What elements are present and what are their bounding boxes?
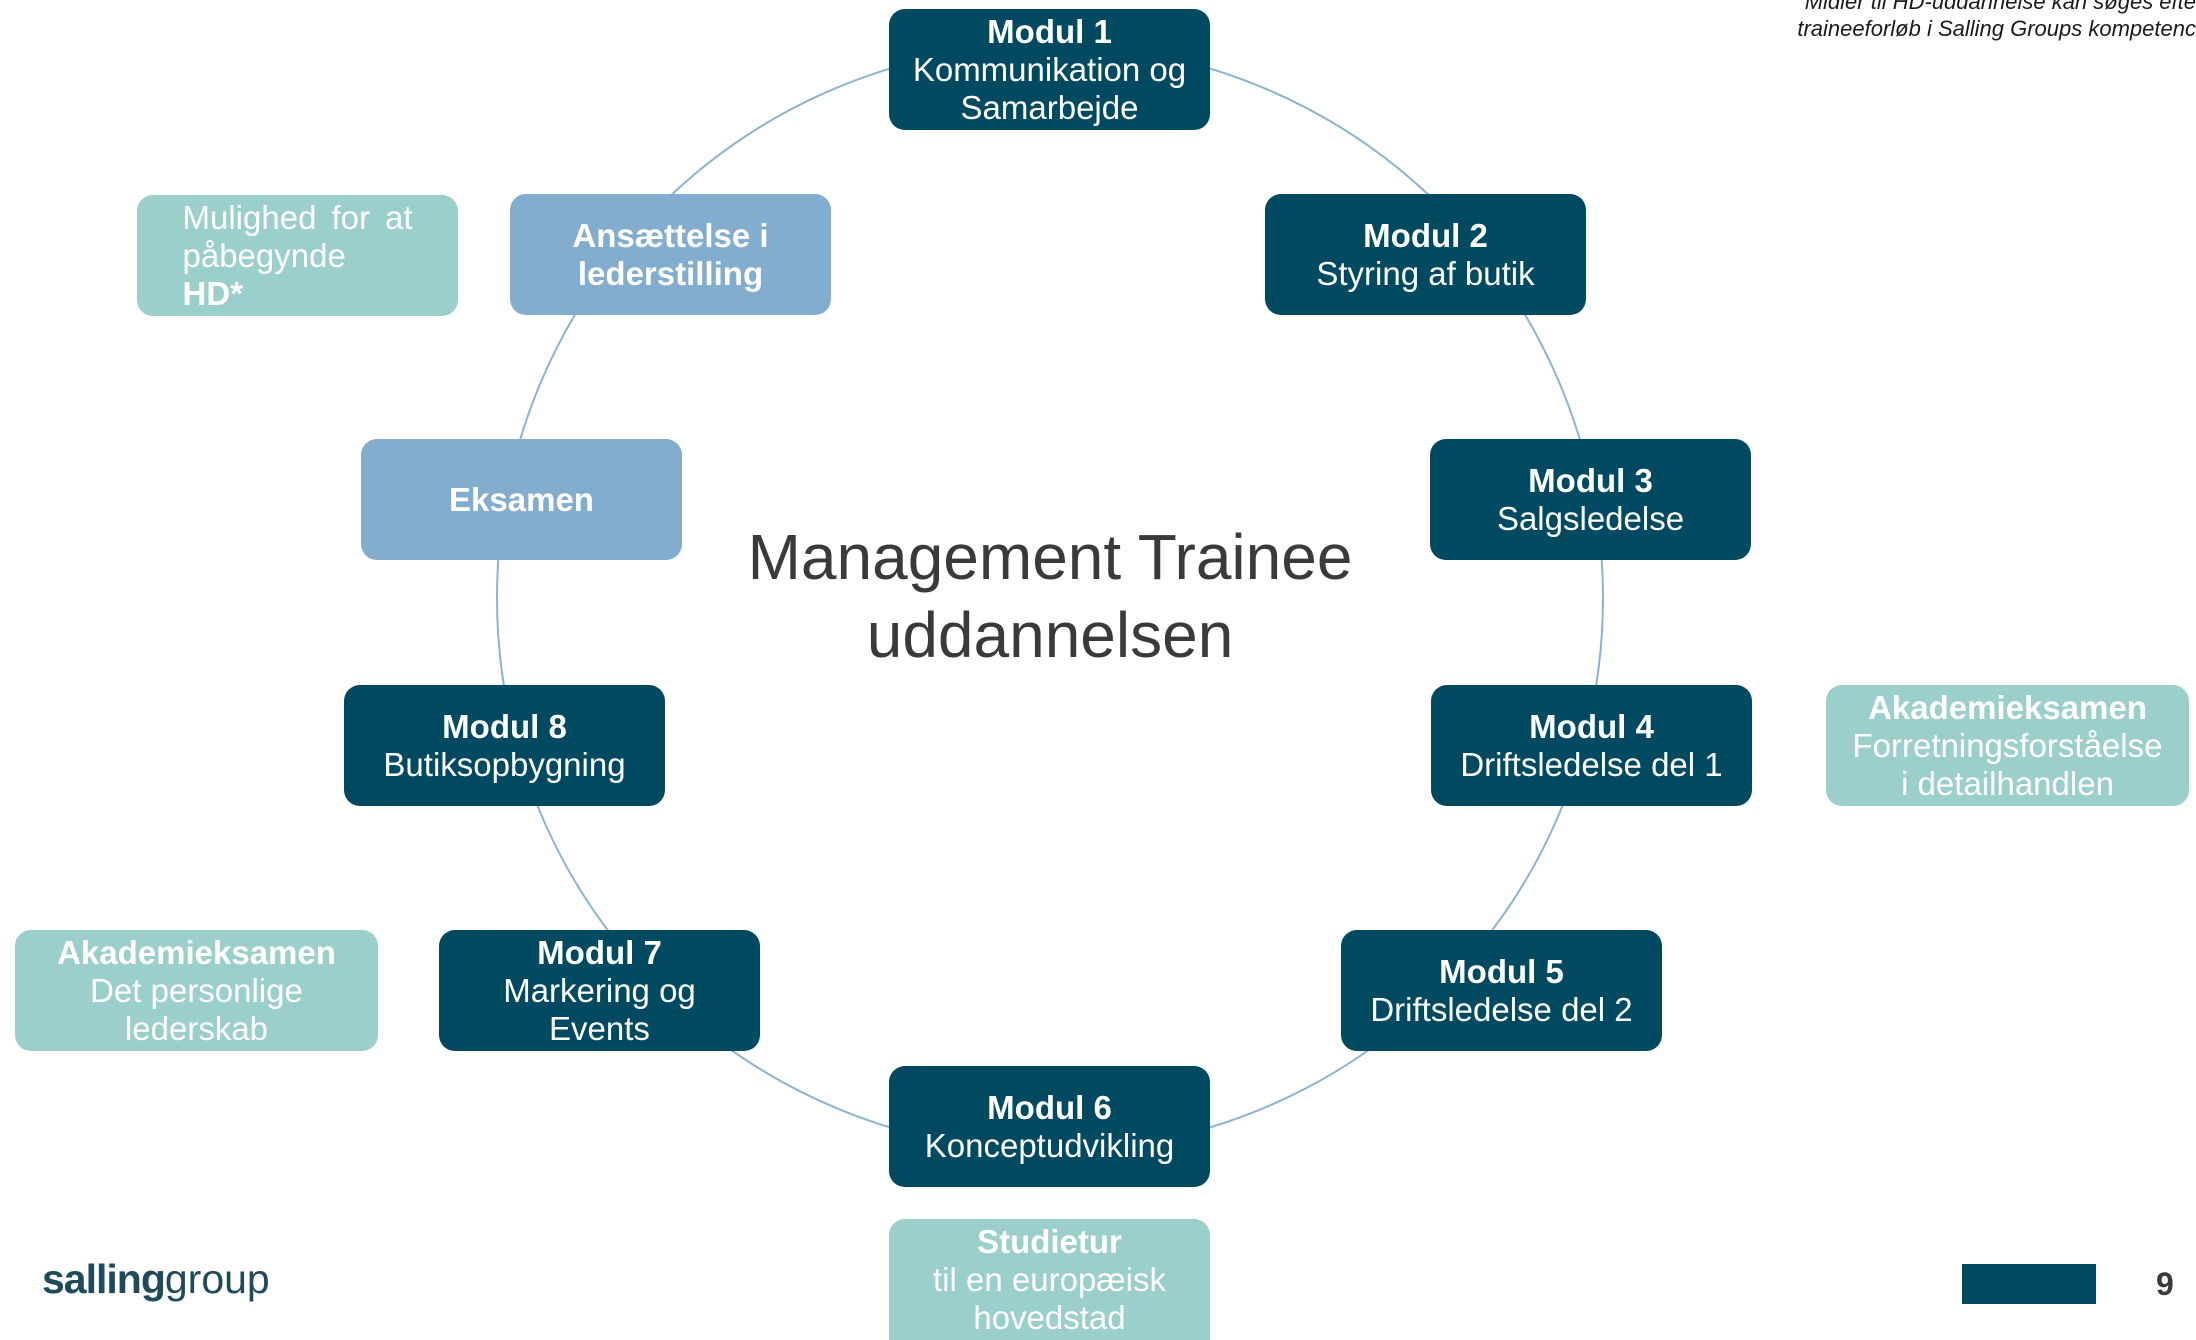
page-number: 9	[2156, 1266, 2174, 1302]
hd-line2-prefix: påbegynde	[182, 236, 346, 274]
akademi-left-line1: Det personlige	[90, 971, 303, 1009]
hd-line2: påbegynde HD*	[183, 237, 413, 313]
center-title-line2: uddannelsen	[866, 599, 1234, 671]
module-7-box: Modul 7 Markering og Events	[439, 930, 760, 1051]
top-note: Midler til HD-uddannelse kan søges efte …	[1797, 0, 2196, 42]
ansaettelse-box: Ansættelse i lederstilling	[510, 194, 831, 315]
salling-group-logo: sallinggroup	[42, 1256, 270, 1303]
eksamen-label: Eksamen	[449, 480, 594, 518]
module-3-line1: Salgsledelse	[1496, 499, 1685, 537]
module-2-box: Modul 2 Styring af butik	[1265, 194, 1586, 315]
ansaettelse-line1: Ansættelse i	[572, 216, 769, 254]
logo-part2: group	[164, 1256, 270, 1302]
hd-line2-bold: HD*	[182, 274, 244, 312]
akademi-left-line2: lederskab	[124, 1009, 269, 1047]
module-2-title: Modul 2	[1363, 216, 1488, 254]
module-8-box: Modul 8 Butiksopbygning	[344, 685, 665, 806]
module-1-title: Modul 1	[987, 12, 1112, 50]
akademi-right-title: Akademieksamen	[1868, 688, 2147, 726]
module-3-box: Modul 3 Salgsledelse	[1430, 439, 1751, 560]
module-6-title: Modul 6	[987, 1088, 1112, 1126]
module-8-title: Modul 8	[442, 707, 567, 745]
akademi-right-box: Akademieksamen Forretningsforståelse i d…	[1826, 685, 2189, 806]
akademi-right-line2: i detailhandlen	[1901, 764, 2114, 802]
module-7-line1: Markering og	[503, 971, 696, 1009]
module-1-line2: Samarbejde	[960, 88, 1139, 126]
studietur-line2: hovedstad	[973, 1298, 1126, 1336]
hd-option-box: Mulighed for at påbegynde HD*	[137, 195, 458, 316]
module-1-box: Modul 1 Kommunikation og Samarbejde	[889, 9, 1210, 130]
module-1-line1: Kommunikation og	[912, 50, 1187, 88]
module-5-box: Modul 5 Driftsledelse del 2	[1341, 930, 1662, 1051]
eksamen-box: Eksamen	[361, 439, 682, 560]
akademi-right-line1: Forretningsforståelse	[1852, 726, 2163, 764]
module-3-title: Modul 3	[1528, 461, 1653, 499]
module-4-box: Modul 4 Driftsledelse del 1	[1431, 685, 1752, 806]
akademi-left-box: Akademieksamen Det personlige lederskab	[15, 930, 378, 1051]
ansaettelse-line2: lederstilling	[577, 254, 764, 292]
module-7-title: Modul 7	[537, 933, 662, 971]
center-title-line1: Management Trainee	[747, 521, 1353, 593]
studietur-line1: til en europæisk	[933, 1260, 1166, 1298]
center-title: Management Trainee uddannelsen	[700, 518, 1400, 674]
studietur-box: Studietur til en europæisk hovedstad	[889, 1219, 1210, 1340]
module-4-title: Modul 4	[1529, 707, 1654, 745]
module-2-line1: Styring af butik	[1316, 254, 1535, 292]
module-6-box: Modul 6 Konceptudvikling	[889, 1066, 1210, 1187]
logo-part1: salling	[42, 1256, 166, 1302]
page-bar	[1962, 1264, 2096, 1304]
top-note-line1: Midler til HD-uddannelse kan søges efte	[1804, 0, 2196, 14]
module-7-line2: Events	[549, 1009, 650, 1047]
module-5-line1: Driftsledelse del 2	[1370, 990, 1633, 1028]
module-6-line1: Konceptudvikling	[924, 1126, 1175, 1164]
hd-line1: Mulighed for at	[182, 198, 413, 236]
module-5-title: Modul 5	[1439, 952, 1564, 990]
top-note-line2: traineeforløb i Salling Groups kompetenc	[1797, 16, 2196, 41]
module-8-line1: Butiksopbygning	[383, 745, 626, 783]
akademi-left-title: Akademieksamen	[57, 933, 336, 971]
module-4-line1: Driftsledelse del 1	[1460, 745, 1723, 783]
studietur-title: Studietur	[977, 1222, 1122, 1260]
